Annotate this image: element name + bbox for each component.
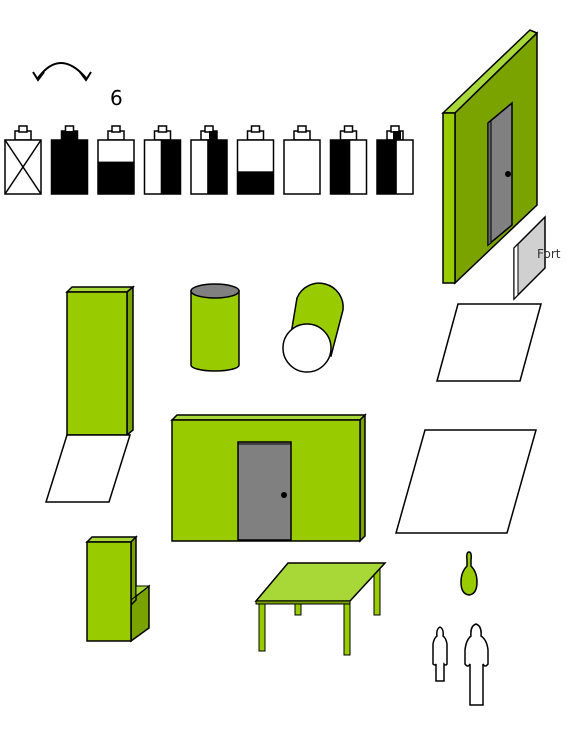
fort-panel[interactable]: Fort bbox=[513, 215, 561, 301]
door-knob bbox=[505, 171, 511, 177]
tank-left-half[interactable] bbox=[329, 125, 368, 195]
tank-bottom-third[interactable] bbox=[236, 125, 275, 195]
tank-right-half[interactable] bbox=[143, 125, 182, 195]
tank-right-half-plus-top[interactable] bbox=[190, 125, 228, 195]
rotate-arrow-icon[interactable] bbox=[37, 62, 87, 79]
rotate-control[interactable]: 6 bbox=[32, 62, 123, 110]
tank-empty[interactable] bbox=[283, 125, 321, 195]
green-cylinder-upright[interactable] bbox=[190, 283, 240, 372]
tank-row bbox=[4, 125, 414, 195]
green-pin-icon[interactable] bbox=[460, 551, 478, 596]
floor-tile-large[interactable] bbox=[395, 429, 537, 534]
green-table[interactable] bbox=[254, 562, 387, 656]
tank-bottom-half[interactable] bbox=[97, 125, 135, 195]
green-cylinder-tilted[interactable] bbox=[282, 282, 344, 373]
wall-with-door[interactable] bbox=[441, 29, 539, 285]
tank-crossed[interactable] bbox=[4, 125, 42, 195]
floor-tile-small[interactable] bbox=[436, 303, 542, 382]
front-wall-with-door[interactable] bbox=[170, 413, 367, 543]
l-shaped-green-block[interactable] bbox=[85, 535, 151, 643]
tall-green-box[interactable] bbox=[65, 285, 136, 437]
person-large-icon[interactable] bbox=[464, 623, 489, 706]
door-knob bbox=[281, 492, 287, 498]
fort-label: Fort bbox=[537, 247, 561, 261]
tank-full[interactable] bbox=[50, 125, 89, 195]
rotate-counter: 6 bbox=[110, 86, 123, 110]
front-wall-door[interactable] bbox=[237, 441, 292, 541]
floor-tile-left[interactable] bbox=[44, 434, 132, 503]
tank-left-half-plus-top[interactable] bbox=[376, 125, 414, 195]
person-small-icon[interactable] bbox=[432, 626, 448, 682]
